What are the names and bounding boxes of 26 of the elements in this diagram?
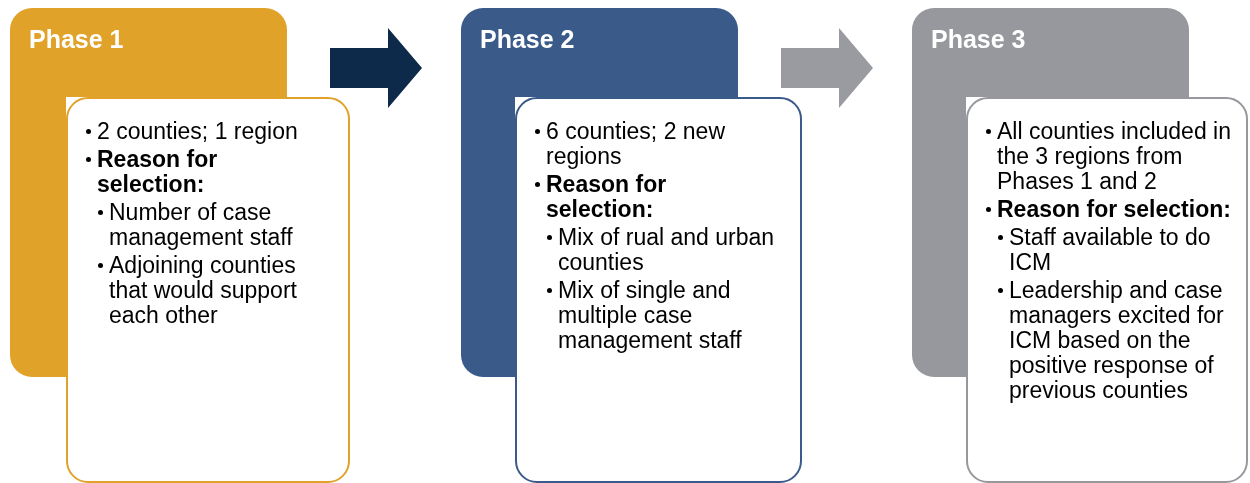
bullet-text: All counties included in the 3 regions from Phases 1 and 2 — [997, 119, 1232, 194]
phase-box-tail — [461, 97, 515, 377]
bullet-text: Adjoining counties that would support each other — [109, 253, 298, 328]
bullet-text: Reason for selection: — [546, 172, 668, 222]
phase-title: Phase 3 — [931, 24, 1027, 55]
phase-box-tail — [10, 97, 66, 377]
bullet-text: Leadership and case managers excited for ICM based on the positive response of previous counties — [1009, 278, 1225, 403]
bullet-text: 2 counties; 1 region — [97, 119, 298, 144]
phase-box — [912, 8, 1189, 97]
description-card — [966, 97, 1248, 483]
phase-box — [10, 8, 287, 97]
bullet-text: Number of case management staff — [109, 200, 294, 250]
phase-title: Phase 1 — [29, 24, 125, 55]
bullet-text: 6 counties; 2 new regions — [546, 119, 726, 169]
bullet-text: Mix of single and multiple case management staff — [558, 278, 743, 353]
bullet-text: Mix of rual and urban counties — [558, 225, 776, 275]
bullet-text: Reason for selection: — [997, 197, 1231, 222]
bullet-text: Staff available to do ICM — [1009, 225, 1212, 275]
phase-title: Phase 2 — [480, 24, 576, 55]
block-arrow — [781, 28, 873, 108]
block-arrow — [330, 28, 422, 108]
description-card — [66, 97, 350, 483]
phase-box — [461, 8, 738, 97]
phase-box-tail — [912, 97, 966, 377]
bullet-text: Reason for selection: — [97, 147, 219, 197]
description-card — [515, 97, 802, 483]
